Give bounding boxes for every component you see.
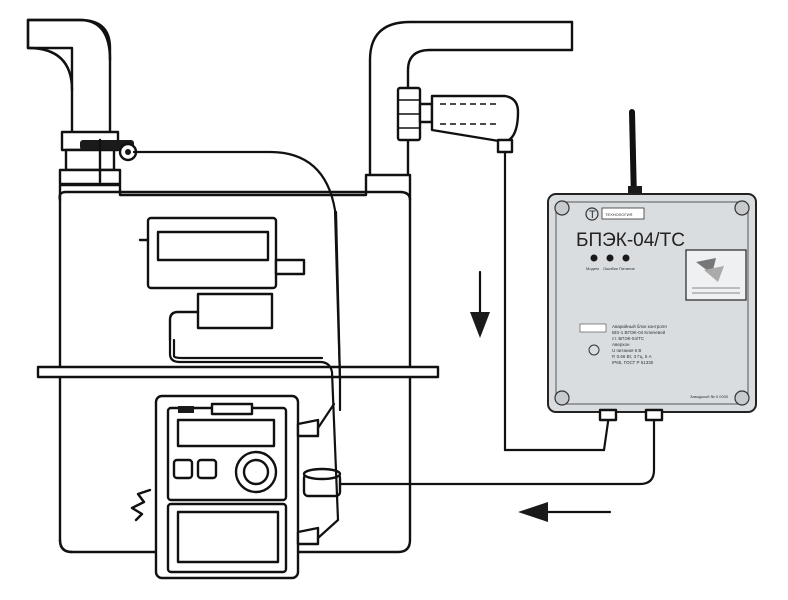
brand-badge: ТЕХНОЛОГИЯ — [605, 212, 633, 217]
info-line: Аварийный блок контроля — [612, 323, 667, 329]
signal-cables — [132, 150, 656, 540]
mechanical-counter — [138, 216, 306, 342]
indicator-led-icon — [606, 254, 614, 262]
antenna-icon — [629, 109, 637, 203]
outlet-pipe — [368, 20, 574, 177]
communicator-antenna — [628, 109, 642, 203]
indicator-led-icon — [590, 254, 598, 262]
inlet-pipe — [26, 18, 112, 137]
device-info-block: Аварийный блок контроля IBS-1 ВПЭК-04 Кл… — [612, 323, 667, 365]
indicator-label-modem: Модем — [586, 266, 599, 271]
pressure-sensor — [302, 467, 342, 498]
info-line: ст. БПЭК-04/ТС — [612, 336, 645, 341]
inlet-pressure-clamp — [58, 130, 138, 186]
brand-mark: Т — [589, 209, 596, 221]
device-model-label: БПЭК-04/ТС — [576, 230, 685, 251]
info-line: Аверхон — [612, 342, 630, 347]
info-line: Р, 0.66 Вт, 3 Гц, 5 А — [612, 354, 652, 359]
brand-logo-icon — [585, 207, 599, 221]
info-line: IP65, ГОСТ Р 51330 — [612, 360, 654, 365]
arrow-left-icon — [518, 502, 612, 522]
indicator-label-errors: Ошибки — [603, 266, 618, 271]
communicator-box: Т ТЕХНОЛОГИЯ БПЭК-04/ТС Модем Ошибки Пит… — [547, 193, 757, 422]
indicator-label-power: Питание — [619, 266, 636, 271]
indicator-led-icon — [622, 254, 630, 262]
info-line: IBS-1 ВПЭК-04 Ключевой — [612, 329, 666, 335]
temperature-sensor — [396, 86, 520, 154]
info-line: U питания 6 В — [612, 348, 641, 353]
serial-number: Заводской № 0 0000 — [690, 394, 729, 399]
arrow-down-icon — [470, 270, 490, 338]
volume-corrector — [130, 394, 320, 580]
